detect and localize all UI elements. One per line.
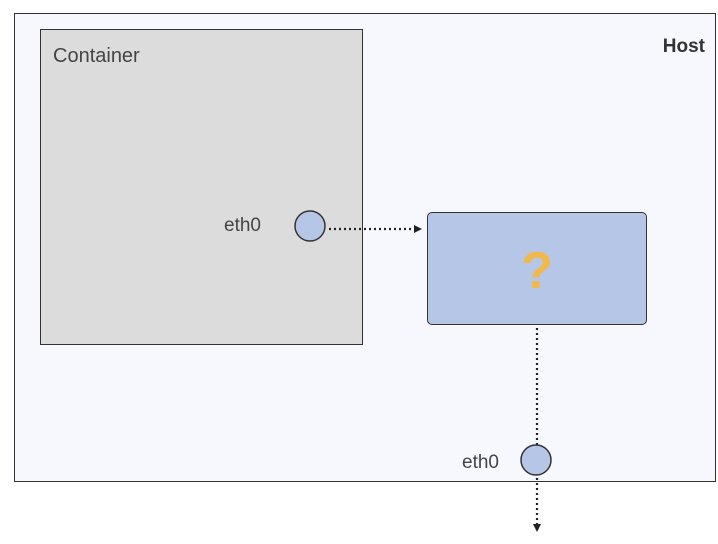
- host-label: Host: [662, 36, 705, 57]
- container-eth0-label: eth0: [224, 215, 261, 236]
- container-box: Container: [40, 29, 363, 345]
- host-eth0-label: eth0: [462, 452, 499, 473]
- container-label: Container: [53, 45, 140, 67]
- host-eth0-port: [520, 444, 552, 476]
- unknown-device-box: ?: [427, 212, 647, 325]
- question-mark-icon: ?: [521, 241, 553, 300]
- container-eth0-port: [294, 210, 326, 242]
